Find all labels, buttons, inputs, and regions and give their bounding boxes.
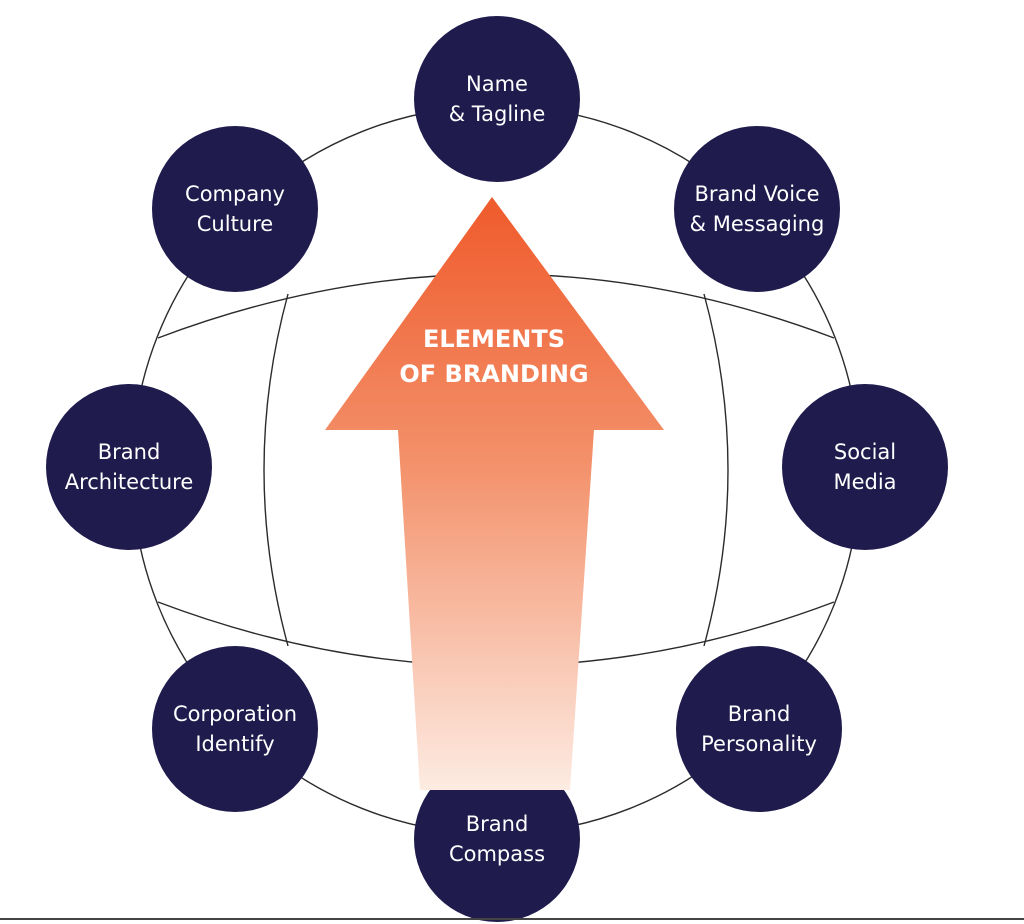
node-brand-personality-line2: Personality: [701, 732, 817, 756]
node-company-culture-line1: Company: [185, 182, 285, 206]
center-arrow: [325, 197, 664, 790]
node-social-media: Social Media: [782, 384, 948, 550]
center-title-line1: ELEMENTS: [422, 325, 566, 353]
node-name-tagline-line1: Name: [466, 72, 528, 96]
node-brand-voice-circle: [674, 126, 840, 292]
node-brand-compass-line1: Brand: [465, 812, 529, 836]
center-title-line2: OF BRANDING: [399, 360, 589, 388]
node-brand-voice-line2: & Messaging: [689, 212, 825, 236]
node-corporation-identify-circle: [152, 646, 318, 812]
node-brand-architecture-line1: Brand: [97, 440, 161, 464]
node-company-culture: Company Culture: [152, 126, 318, 292]
node-brand-personality-line1: Brand: [727, 702, 791, 726]
globe-longitude-left: [263, 293, 289, 647]
node-company-culture-circle: [152, 126, 318, 292]
center-title: ELEMENTS OF BRANDING: [384, 322, 604, 392]
node-brand-architecture: Brand Architecture: [46, 384, 212, 550]
node-brand-voice-messaging: Brand Voice & Messaging: [674, 126, 840, 292]
node-name-tagline: Name & Tagline: [414, 16, 580, 182]
node-brand-architecture-circle: [46, 384, 212, 550]
node-social-media-line2: Media: [833, 470, 897, 494]
node-corporation-identify-line1: Corporation: [172, 702, 298, 726]
bottom-divider: [0, 918, 1024, 920]
node-social-media-circle: [782, 384, 948, 550]
node-company-culture-line2: Culture: [196, 212, 274, 236]
node-name-tagline-line2: & Tagline: [448, 102, 546, 126]
node-corporation-identify: Corporation Identify: [152, 646, 318, 812]
node-brand-voice-line1: Brand Voice: [694, 182, 820, 206]
node-brand-personality: Brand Personality: [676, 646, 842, 812]
node-brand-architecture-line2: Architecture: [64, 470, 194, 494]
node-brand-compass-circle: [414, 756, 580, 922]
node-corporation-identify-line2: Identify: [195, 732, 275, 756]
node-brand-compass-line2: Compass: [448, 842, 546, 866]
node-social-media-line1: Social: [833, 440, 897, 464]
node-brand-compass: Brand Compass: [414, 756, 580, 922]
node-name-tagline-circle: [414, 16, 580, 182]
node-brand-personality-circle: [676, 646, 842, 812]
globe-longitude-right: [703, 293, 729, 647]
